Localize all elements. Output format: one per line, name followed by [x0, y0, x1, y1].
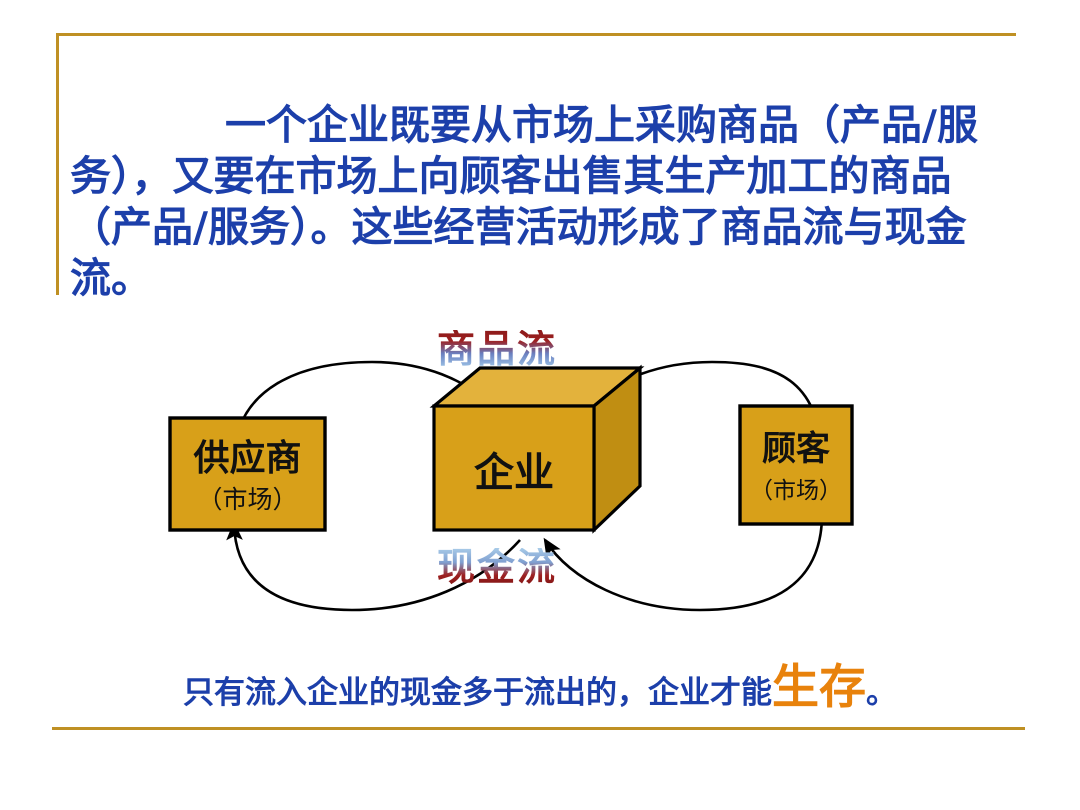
supplier-box-shape — [168, 416, 327, 532]
enterprise-title: 企业 — [474, 450, 554, 496]
cash-flow-label: 现金流 — [437, 545, 558, 589]
frame-left-rule — [56, 33, 59, 295]
node-customer: 顾客 （市场） — [738, 404, 854, 526]
diagram-svg: 供应商 （市场） 企业 顾客 （市场） — [168, 360, 854, 612]
frame-bottom-rule — [52, 727, 1025, 730]
arrow-goods-supplier-to-enterprise — [232, 360, 494, 459]
arrow-cash-enterprise-to-supplier — [226, 521, 521, 612]
goods-and-cash-flow-diagram: 供应商 （市场） 企业 顾客 （市场） — [0, 318, 1080, 618]
arrow-cash-customer-to-enterprise — [543, 517, 824, 612]
node-enterprise: 企业 — [429, 364, 645, 534]
slide-body-text: 一个企业既要从市场上采购商品（产品/服务），又要在市场上向顾客出售其生产加工的商… — [70, 101, 978, 302]
supplier-title: 供应商 — [193, 438, 301, 479]
enterprise-box-front-face — [432, 404, 596, 532]
footer-text-before: 只有流入企业的现金多于流出的，企业才能 — [183, 675, 772, 711]
node-supplier: 供应商 （市场） — [168, 416, 327, 532]
customer-box-shape — [738, 404, 854, 526]
goods-flow-label: 商品流 — [437, 327, 558, 371]
customer-subtitle: （市场） — [750, 478, 842, 504]
frame-top-rule — [56, 33, 1016, 36]
footer-emphasis-word: 生存 — [772, 660, 866, 715]
slide-footer-text: 只有流入企业的现金多于流出的，企业才能生存。 — [0, 648, 1080, 717]
customer-title: 顾客 — [762, 429, 830, 469]
footer-text-after: 。 — [866, 675, 897, 711]
supplier-subtitle: （市场） — [197, 485, 297, 514]
